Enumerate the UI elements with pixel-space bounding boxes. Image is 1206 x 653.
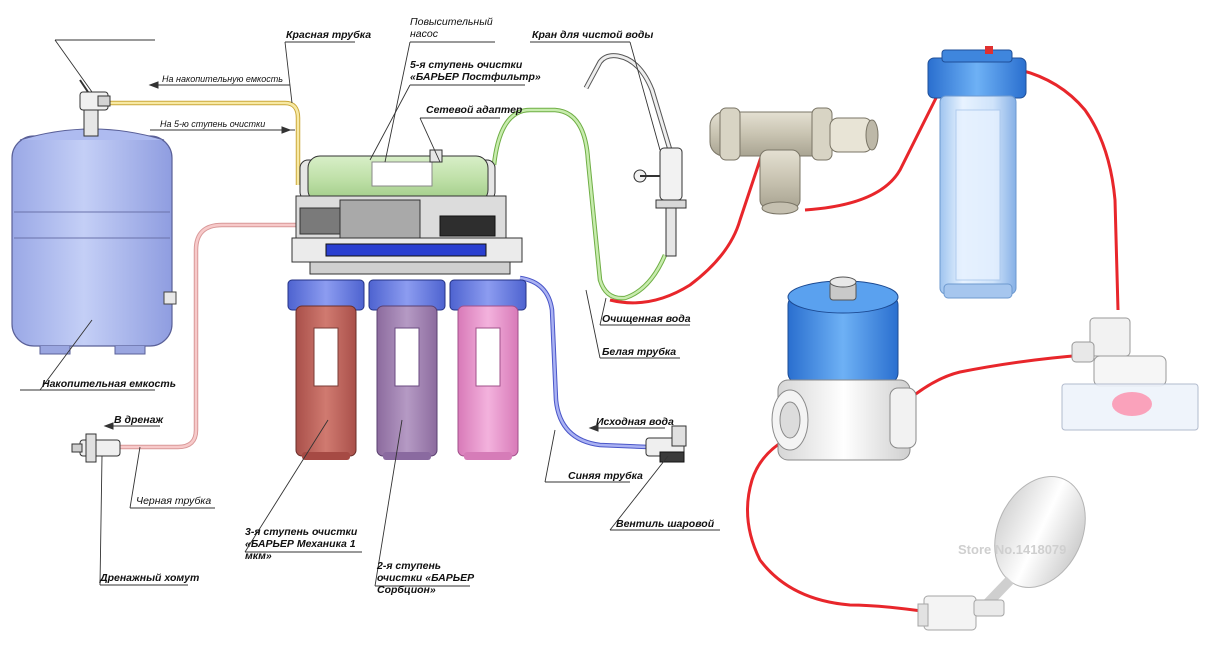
storage-tank <box>11 128 177 355</box>
label-to-drain: В дренаж <box>114 414 164 426</box>
tank-valve-part <box>79 79 111 137</box>
label-source-water: Исходная вода <box>596 416 674 428</box>
label-ball-valve: Вентиль шаровой <box>616 518 715 530</box>
drain-clamp-part <box>71 433 121 463</box>
filter-canister-3 <box>449 279 527 460</box>
label-drain-clamp: Дренажный хомут <box>100 572 200 584</box>
filter-canister-1 <box>287 279 365 460</box>
float-valve <box>917 476 1086 631</box>
clear-filter-housing <box>927 46 1027 299</box>
label-red-tube: Красная трубка <box>286 29 372 41</box>
tee-fitting <box>709 107 879 215</box>
label-to-stage5: На 5-ю ступень очистки <box>160 119 266 129</box>
label-booster-pump: Повысительный насос <box>410 16 493 40</box>
label-black-tube: Черная трубка <box>136 495 212 507</box>
filter-canister-2 <box>368 279 446 460</box>
label-tank: Накопительная емкость <box>42 378 176 390</box>
red-wires <box>609 68 1120 614</box>
ro-system <box>291 149 523 275</box>
solenoid-valve <box>771 276 917 461</box>
label-white-tube: Белая трубка <box>602 346 677 358</box>
flow-arrows <box>103 81 599 432</box>
label-purified: Очищенная вода <box>602 313 691 325</box>
label-adapter: Сетевой адаптер <box>426 104 523 116</box>
label-stage3: 3-я ступень очистки «БАРЬЕР Механика 1 м… <box>245 526 358 562</box>
label-stage5: 5-я ступень очистки «БАРЬЕР Постфильтр» <box>410 59 541 83</box>
label-clean-tap: Кран для чистой воды <box>532 29 654 41</box>
label-blue-tube: Синяя трубка <box>568 470 643 482</box>
ball-valve-part <box>645 425 687 463</box>
label-stage2: 2-я ступень очистки «БАРЬЕР Сорбцион» <box>377 560 475 596</box>
label-to-tank: На накопительную емкость <box>162 74 283 84</box>
clean-water-tap <box>583 53 687 257</box>
green-tube <box>491 107 668 301</box>
flow-sensor <box>1061 317 1199 431</box>
watermark: Store No.1418079 <box>958 542 1067 557</box>
